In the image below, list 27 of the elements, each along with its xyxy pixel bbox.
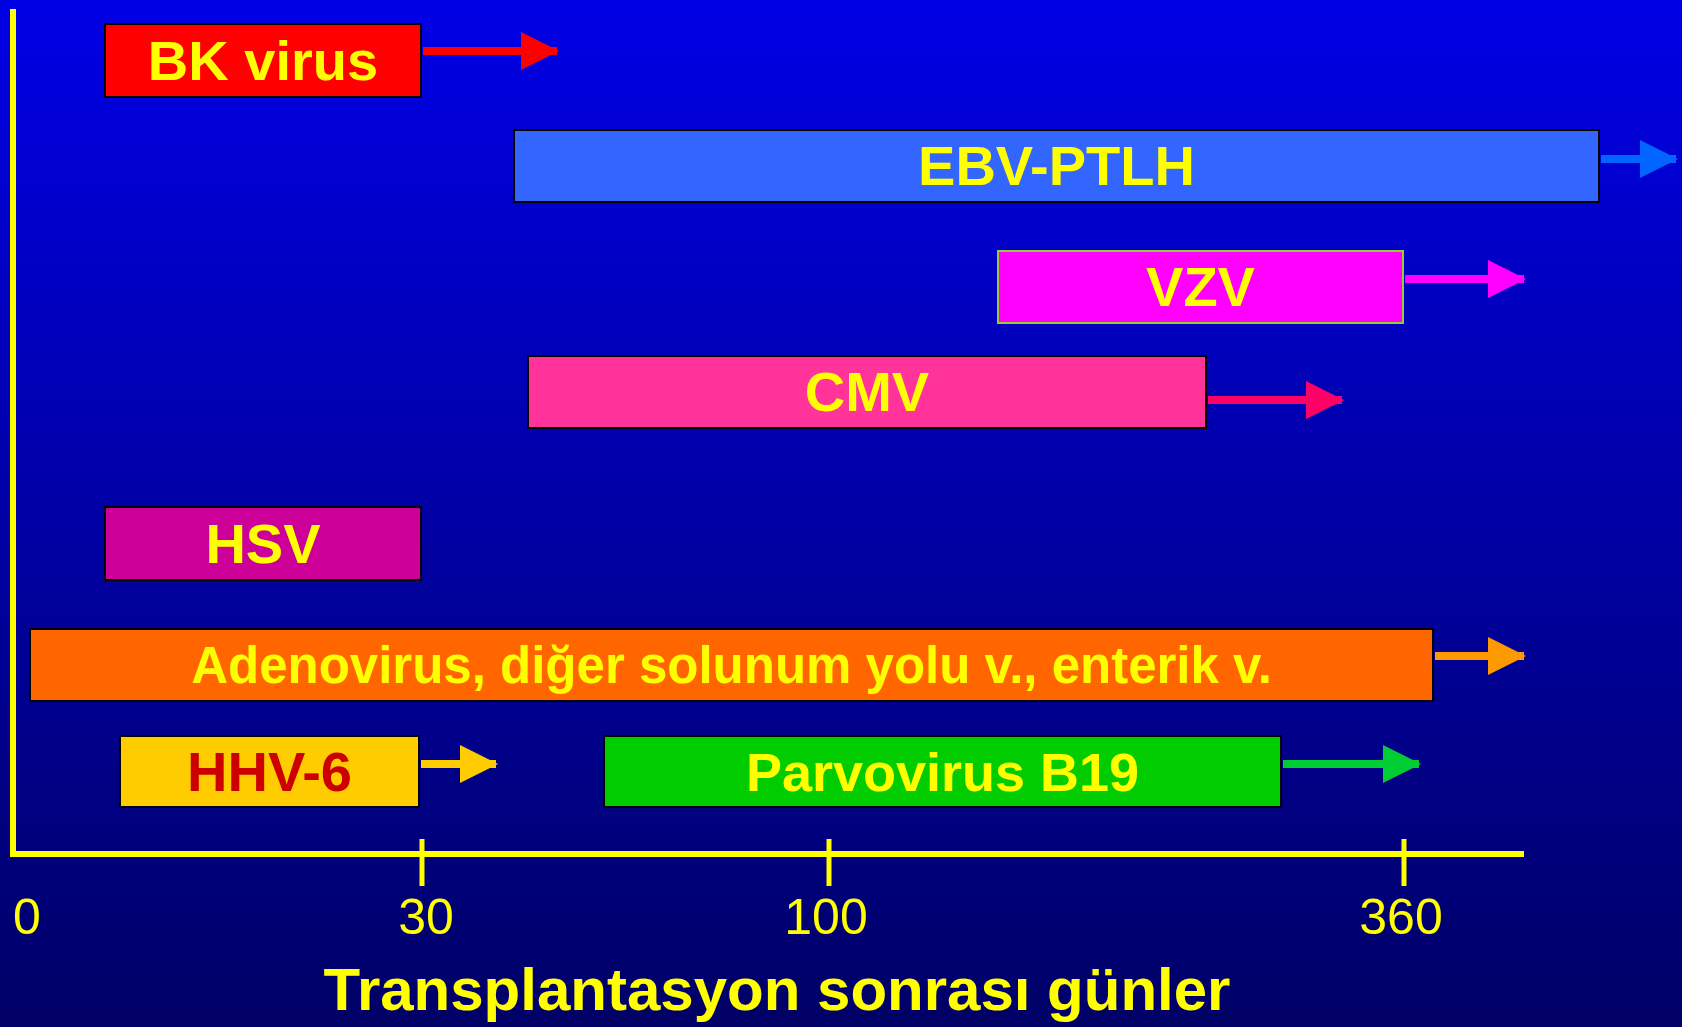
- arrow: [1283, 745, 1421, 783]
- bar-label: HHV-6: [187, 743, 352, 800]
- timeline-bar: [527, 355, 1207, 429]
- timeline-bar: [119, 735, 420, 808]
- arrow: [1601, 140, 1678, 178]
- timeline-bar: [513, 129, 1600, 203]
- axis-title: Transplantasyon sonrası günler: [323, 960, 1231, 1020]
- bar-label: HSV: [205, 515, 321, 572]
- tick-label: 0: [13, 892, 41, 942]
- arrow: [423, 32, 559, 70]
- arrow: [1208, 381, 1344, 419]
- arrow: [1435, 637, 1526, 675]
- timeline-bar: [104, 506, 422, 581]
- tick-label: 360: [1359, 892, 1443, 942]
- tick-label: 100: [784, 892, 868, 942]
- arrow: [1405, 260, 1526, 298]
- timeline-bar: [29, 628, 1434, 702]
- bar-label: EBV-PTLH: [918, 138, 1195, 194]
- bar-label: CMV: [804, 364, 930, 420]
- timeline-bar: [603, 735, 1282, 808]
- tick-label: 30: [398, 892, 454, 942]
- bar-label: VZV: [1146, 259, 1255, 315]
- timeline-bar: [104, 23, 422, 98]
- timeline-bar: [997, 250, 1404, 324]
- bar-label: Parvovirus B19: [745, 744, 1140, 799]
- bar-label: BK virus: [147, 32, 379, 89]
- arrow: [421, 745, 498, 783]
